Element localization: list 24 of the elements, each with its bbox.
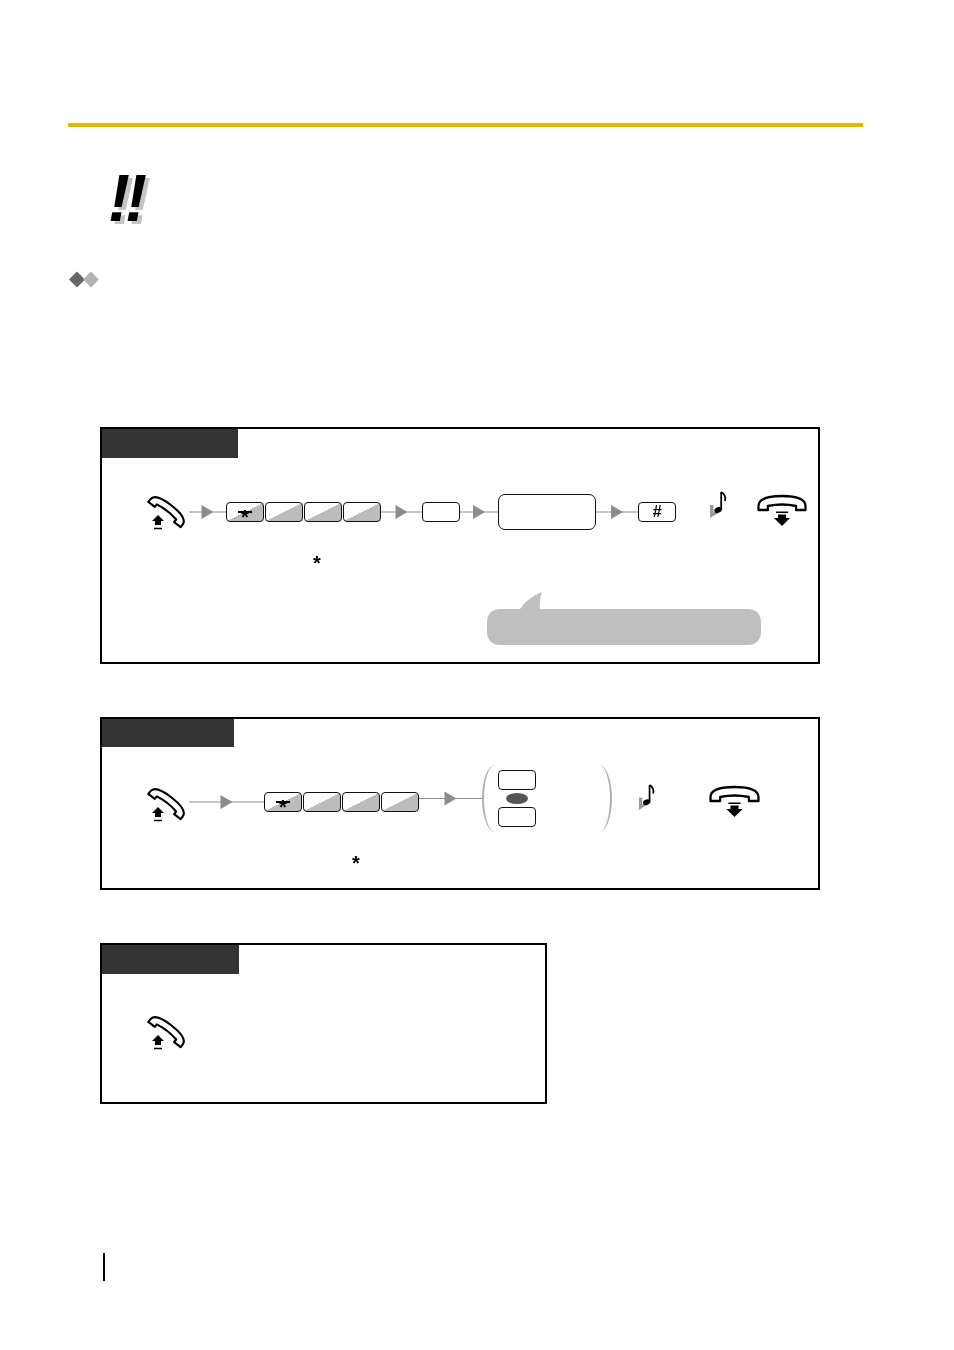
dial-key (422, 502, 460, 522)
arrow (380, 505, 423, 519)
procedure-panel (100, 427, 820, 664)
procedure-panel (100, 943, 547, 1104)
arrow (188, 505, 227, 519)
footnote-mark: * (313, 553, 321, 573)
arrow (459, 505, 499, 519)
dial-key (498, 770, 536, 790)
dial-key (498, 807, 536, 827)
footnote-mark: * (352, 853, 360, 873)
procedure-panel (100, 717, 820, 890)
speech-bubble (487, 592, 761, 645)
dial-key (303, 792, 341, 812)
arrow (188, 795, 265, 809)
dial-key (304, 502, 342, 522)
arrow (595, 505, 639, 519)
dial-key (343, 502, 381, 522)
dial-key (265, 502, 303, 522)
dial-key (342, 792, 380, 812)
note-symbol: !! (108, 165, 144, 231)
entry-box (498, 494, 596, 530)
arrow (418, 791, 483, 806)
dial-key: # (638, 502, 676, 522)
dial-key (381, 792, 419, 812)
